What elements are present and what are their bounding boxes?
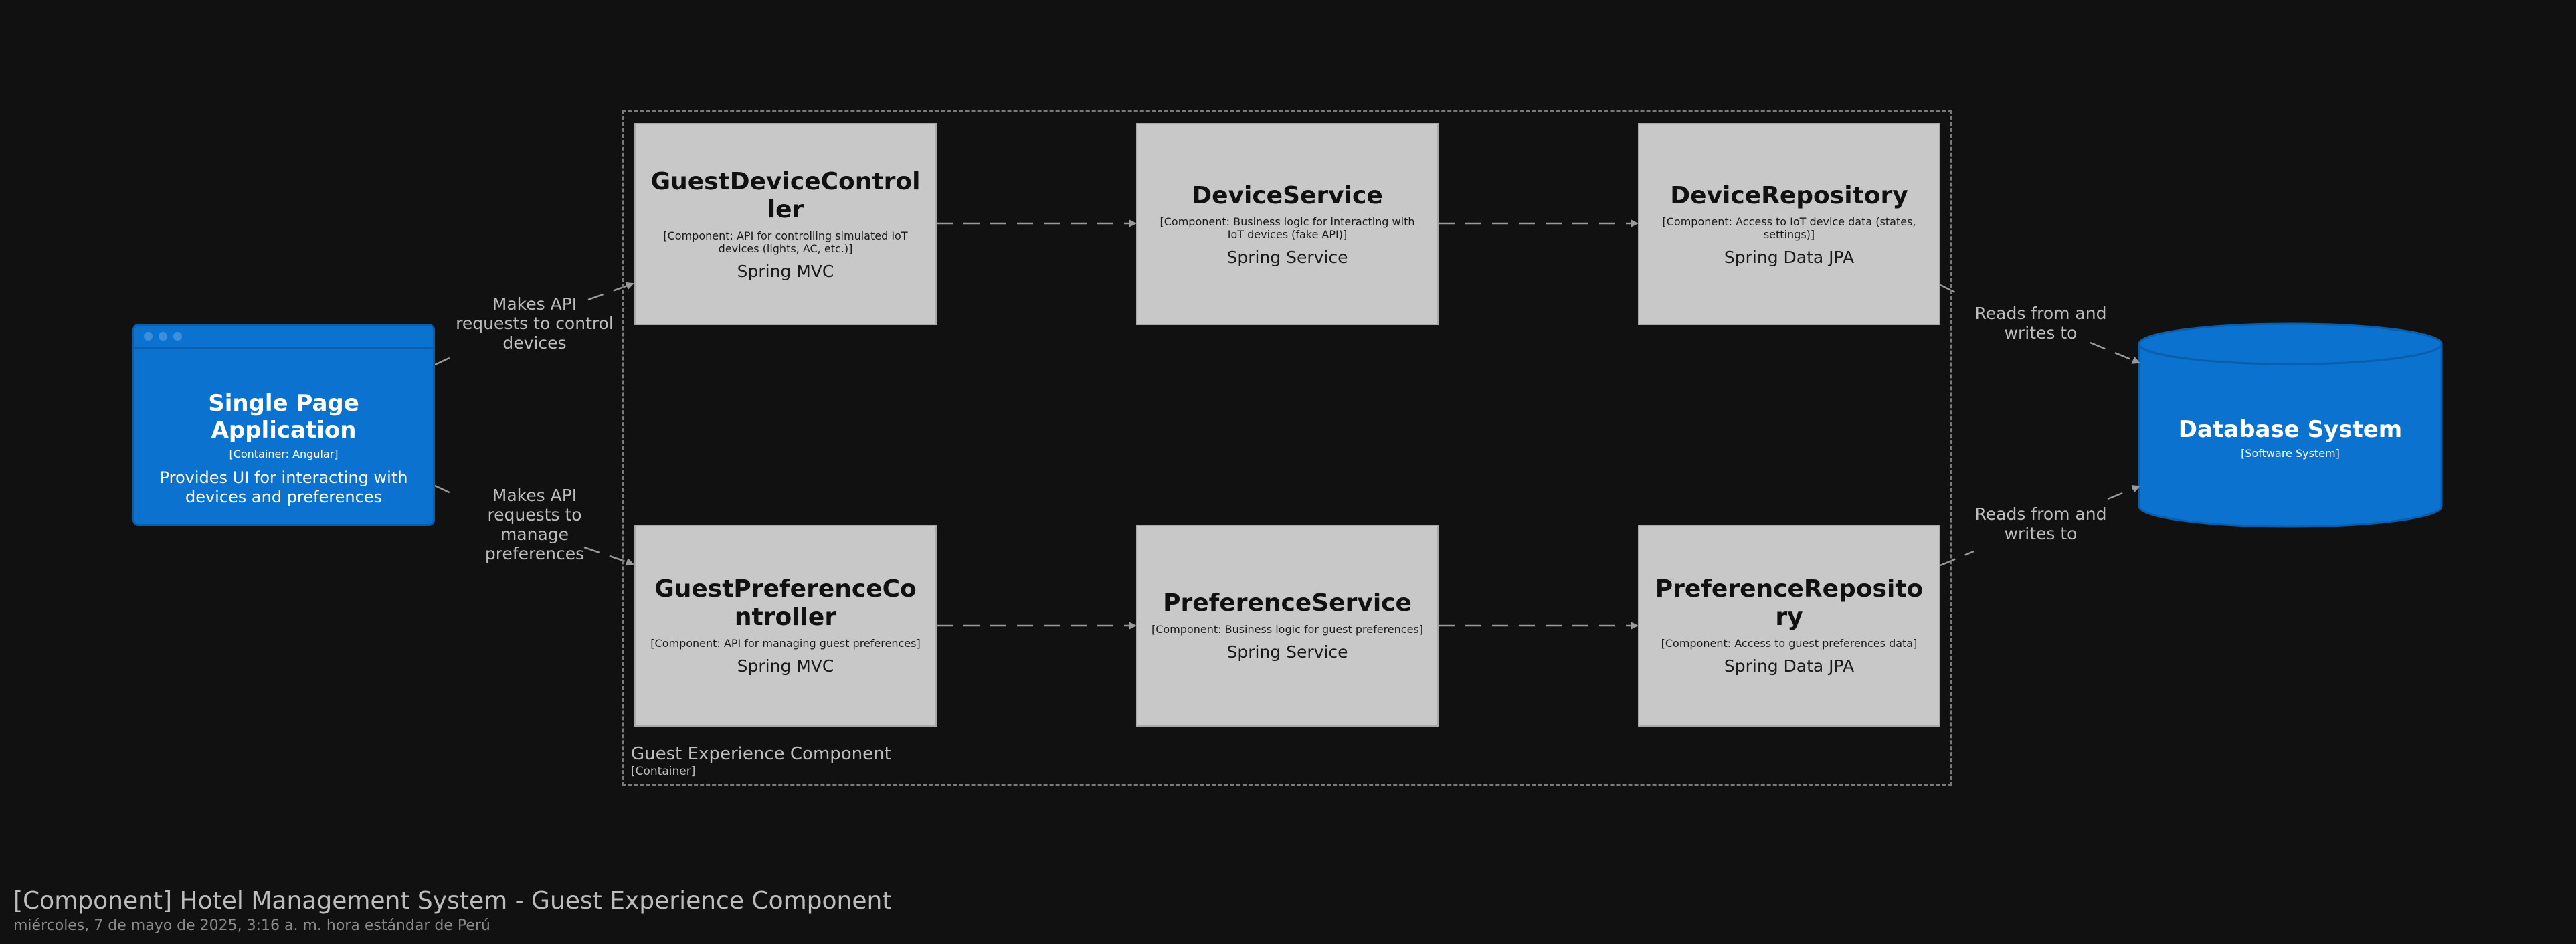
rel-pref-repo-to-db-a bbox=[1940, 550, 1974, 567]
component-guest-preference-controller[interactable]: GuestPreferenceController [Component: AP… bbox=[634, 525, 937, 727]
diagram-date: miércoles, 7 de mayo de 2025, 3:16 a. m.… bbox=[13, 917, 490, 934]
component-technology: Spring Data JPA bbox=[1724, 247, 1855, 267]
database-label: Database System [Software System] bbox=[2139, 416, 2442, 460]
component-technology: Spring Service bbox=[1226, 642, 1348, 662]
component-technology: Spring Data JPA bbox=[1724, 656, 1855, 676]
window-title-bar bbox=[134, 326, 433, 349]
spa-container[interactable]: Single Page Application [Container: Angu… bbox=[132, 324, 435, 526]
component-technology: Spring MVC bbox=[737, 656, 834, 676]
relationship-label: Makes API requests to manage preferences bbox=[484, 486, 585, 563]
database-meta: [Software System] bbox=[2241, 447, 2340, 460]
component-name: DeviceService bbox=[1192, 181, 1383, 209]
component-preference-repository[interactable]: PreferenceRepository [Component: Access … bbox=[1638, 525, 1940, 727]
component-preference-service[interactable]: PreferenceService [Component: Business l… bbox=[1136, 525, 1439, 727]
window-dot-icon bbox=[144, 332, 153, 341]
rel-spa-to-device-controller-a bbox=[434, 354, 456, 366]
spa-name: Single Page Application bbox=[208, 390, 359, 444]
component-guest-device-controller[interactable]: GuestDeviceController [Component: API fo… bbox=[634, 123, 937, 325]
boundary-label: Guest Experience Component bbox=[631, 744, 891, 764]
container-boundary bbox=[622, 110, 1952, 786]
relationship-label: Makes API requests to control devices bbox=[456, 294, 614, 353]
component-device-repository[interactable]: DeviceRepository [Component: Access to I… bbox=[1638, 123, 1940, 325]
spa-description: Provides UI for interacting with devices… bbox=[159, 468, 408, 506]
database-name: Database System bbox=[2178, 416, 2403, 443]
component-meta: [Component: Business logic for interacti… bbox=[1160, 215, 1415, 241]
component-meta: [Component: Access to IoT device data (s… bbox=[1662, 215, 1916, 241]
component-technology: Spring MVC bbox=[737, 261, 834, 281]
component-meta: [Component: Access to guest preferences … bbox=[1661, 637, 1918, 650]
rel-spa-to-device-controller-b bbox=[587, 282, 634, 301]
component-meta: [Component: Business logic for guest pre… bbox=[1151, 623, 1424, 636]
rel-device-repo-to-db-b bbox=[2090, 341, 2140, 364]
boundary-technology: [Container] bbox=[631, 765, 696, 778]
component-name: GuestPreferenceController bbox=[654, 575, 917, 631]
component-meta: [Component: API for controlling simulate… bbox=[663, 229, 908, 255]
component-name: DeviceRepository bbox=[1670, 181, 1908, 209]
component-name: PreferenceService bbox=[1163, 589, 1412, 617]
rel-spa-to-preference-controller-b bbox=[583, 546, 634, 566]
component-technology: Spring Service bbox=[1226, 247, 1348, 267]
relationship-label: Reads from and writes to bbox=[1974, 304, 2107, 343]
rel-pref-repo-to-db-b bbox=[2107, 485, 2140, 500]
window-dot-icon bbox=[159, 332, 167, 341]
window-dot-icon bbox=[173, 332, 182, 341]
rel-spa-to-preference-controller-a bbox=[434, 484, 456, 496]
relationship-label: Reads from and writes to bbox=[1974, 504, 2107, 543]
component-name: GuestDeviceController bbox=[650, 167, 921, 223]
database-cylinder[interactable] bbox=[2138, 322, 2443, 528]
component-name: PreferenceRepository bbox=[1655, 575, 1924, 631]
component-meta: [Component: API for managing guest prefe… bbox=[650, 637, 921, 650]
diagram-title: [Component] Hotel Management System - Gu… bbox=[13, 887, 892, 915]
component-device-service[interactable]: DeviceService [Component: Business logic… bbox=[1136, 123, 1439, 325]
spa-meta: [Container: Angular] bbox=[229, 448, 339, 460]
